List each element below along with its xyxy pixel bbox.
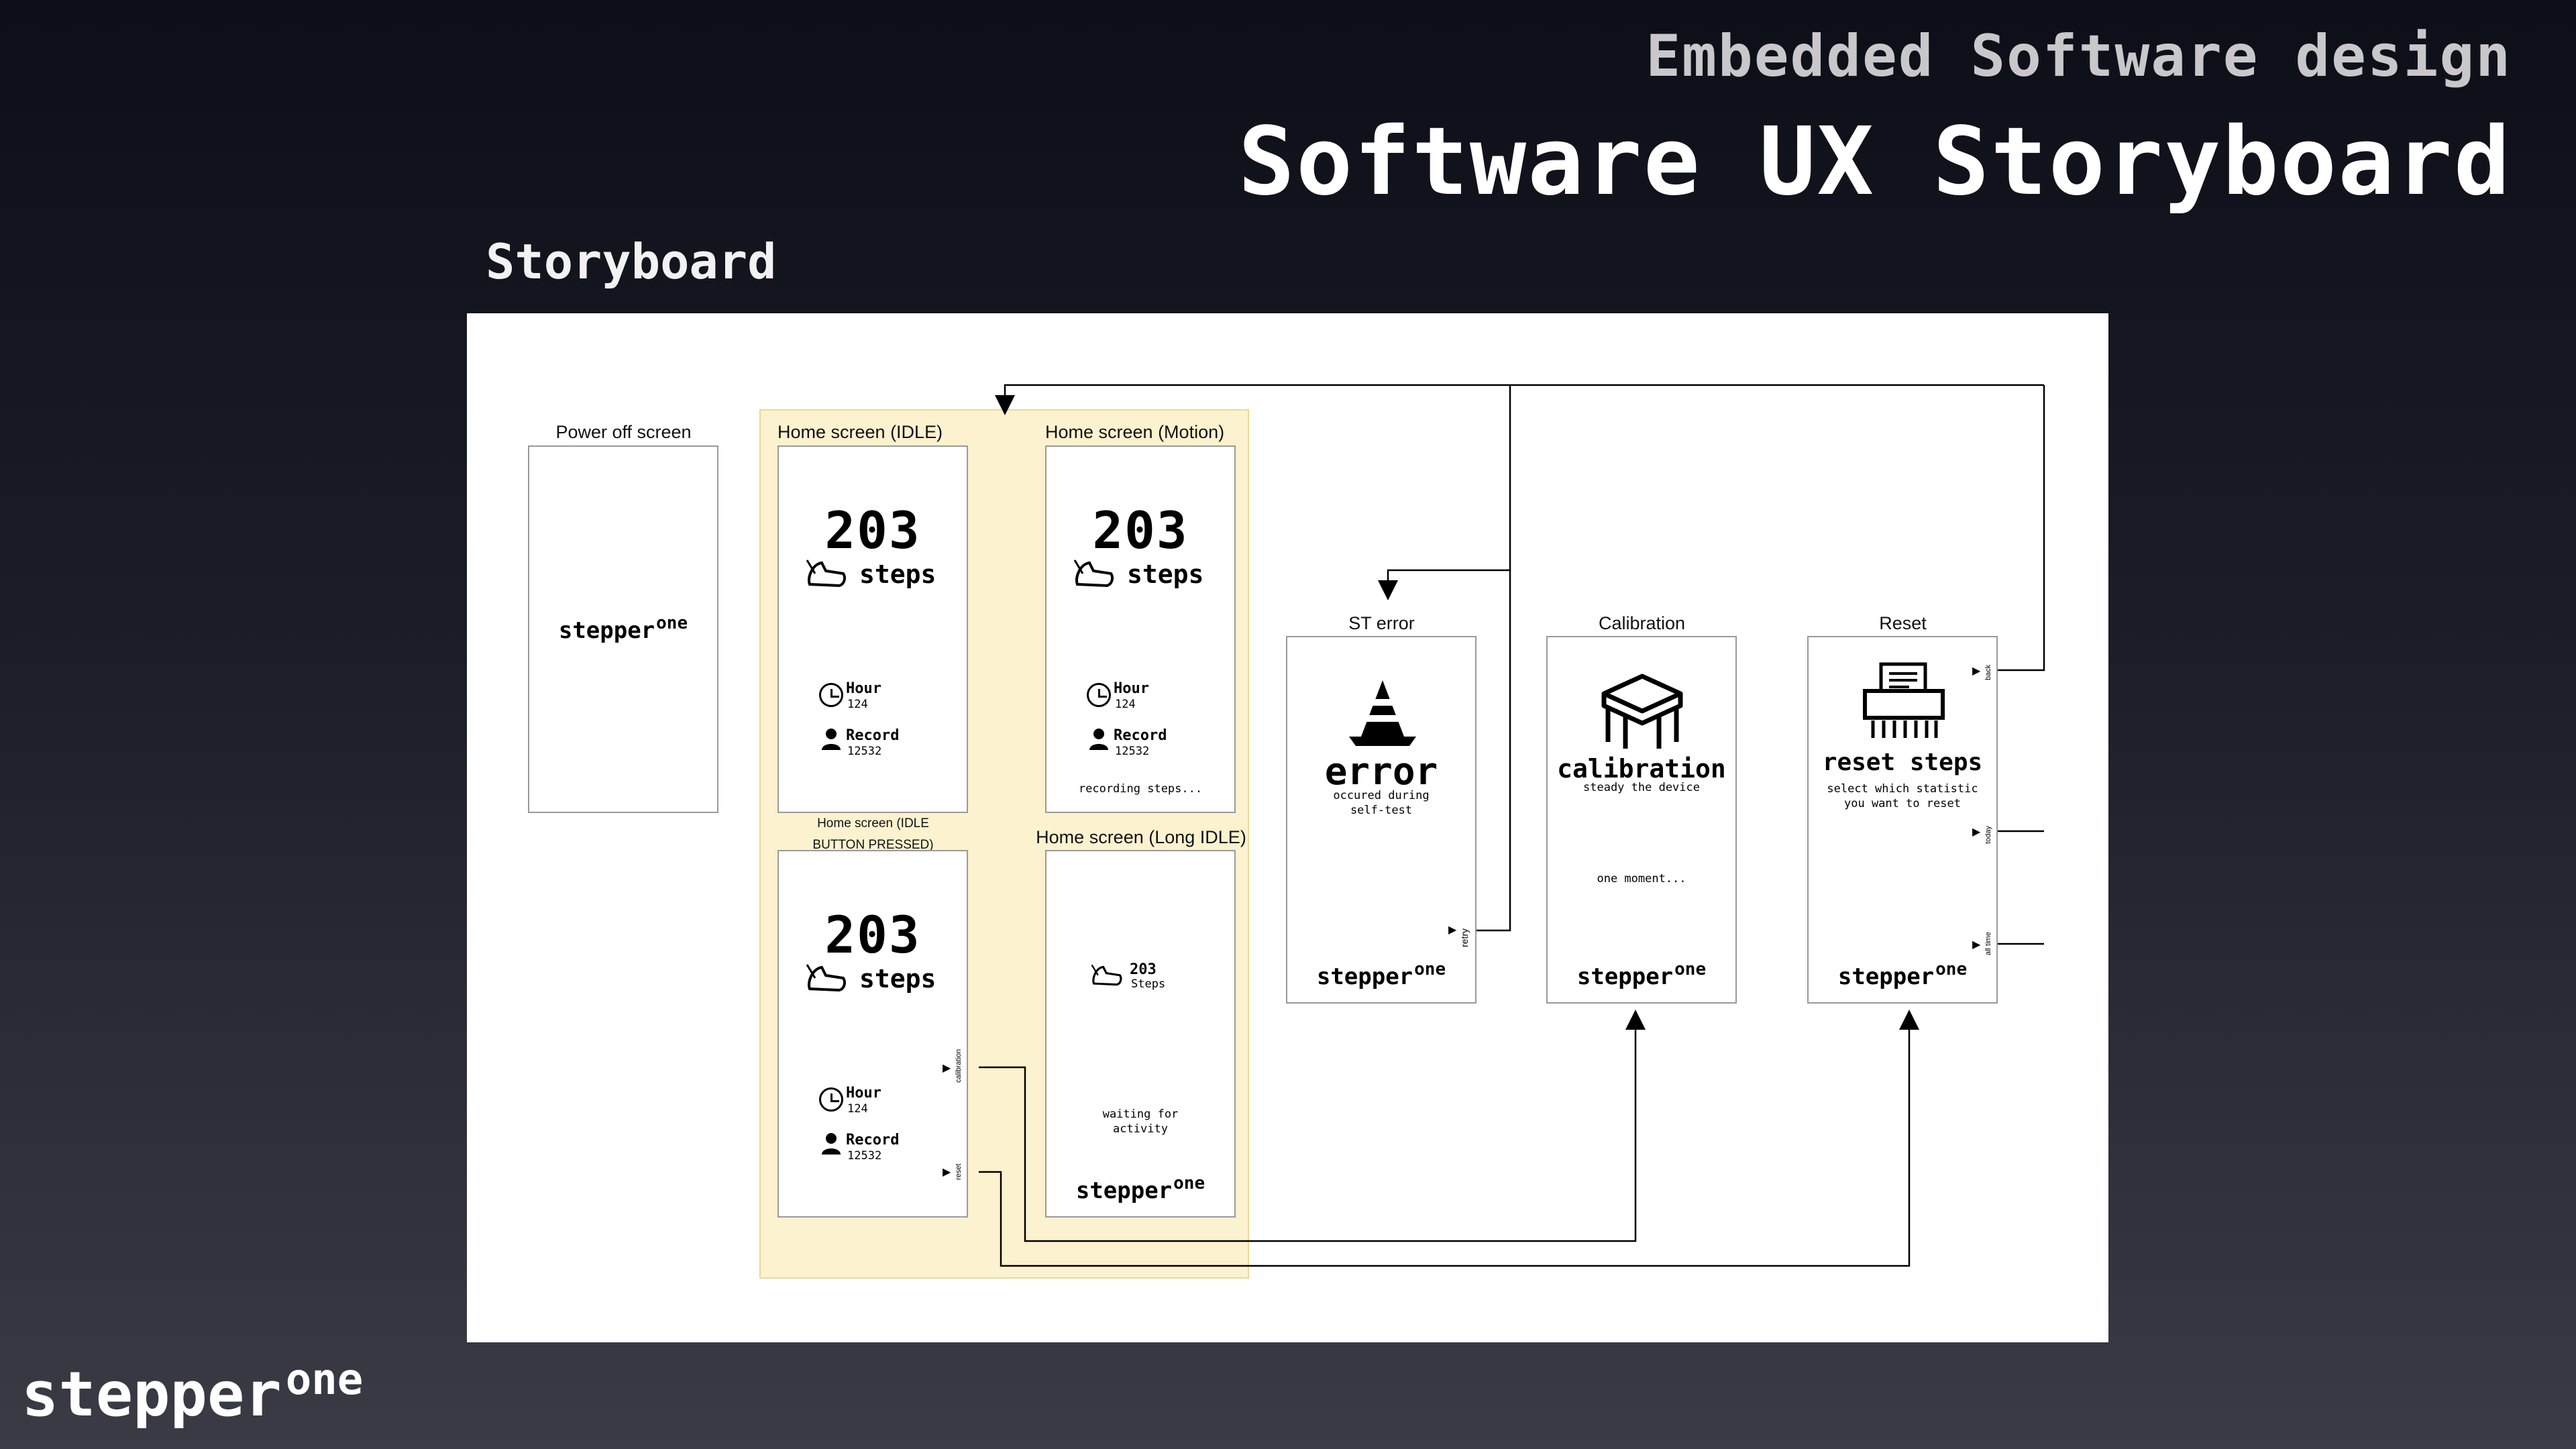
record-label: Record (1114, 727, 1167, 744)
clock-icon (819, 683, 843, 707)
storyboard-canvas: Power off screen stepperone Home screen … (467, 313, 2108, 1342)
shoe-icon (1091, 964, 1122, 986)
calibration-arrow-icon: ▶ (943, 1061, 951, 1074)
traffic-cone-icon (1349, 680, 1416, 746)
calibration-moment: one moment... (1597, 872, 1686, 885)
home-motion-caption: Home screen (Motion) (1045, 422, 1225, 442)
home-idle-pressed-caption: Home screen (IDLE BUTTON PRESSED) (812, 816, 934, 852)
reset-caption: Reset (1879, 613, 1927, 633)
clock-icon (819, 1087, 843, 1112)
waiting-status-line2: activity (1113, 1122, 1168, 1136)
calibration-side-label: calibration (955, 1049, 963, 1083)
step-count: 203 (1092, 500, 1189, 560)
screen-brand: stepperone (1837, 959, 1968, 990)
shoe-icon (1073, 559, 1114, 588)
connector-calibration (979, 1010, 1646, 1242)
section-label: Storyboard (486, 233, 777, 290)
footer-logo: stepperone (21, 1355, 364, 1430)
hour-label: Hour (1114, 680, 1149, 697)
shoe-icon (806, 964, 846, 992)
error-title: error (1324, 750, 1438, 794)
record-value: 12532 (847, 1149, 882, 1163)
screen-brand: stepperone (1075, 1173, 1205, 1204)
reset-side-label: reset (955, 1163, 963, 1180)
error-line2: self-test (1350, 804, 1413, 817)
today-arrow-icon: ▶ (1972, 825, 1981, 838)
reset-screen: reset steps select which statistic you w… (1807, 636, 1998, 1004)
record-icon (822, 1133, 841, 1155)
home-long-idle-caption: Home screen (Long IDLE) (1036, 827, 1246, 847)
connector-lines (979, 384, 2045, 1267)
power-off-caption: Power off screen (555, 422, 692, 442)
calibration-screen: calibration steady the device one moment… (1546, 636, 1737, 1004)
steps-label: steps (859, 964, 936, 994)
steps-label: steps (859, 559, 936, 589)
calibration-line1: steady the device (1583, 781, 1700, 794)
hour-value: 124 (1115, 698, 1136, 711)
record-value: 12532 (1115, 745, 1150, 758)
home-idle-caption: Home screen (IDLE) (777, 422, 943, 442)
hour-value: 124 (847, 1102, 868, 1116)
error-line1: occured during (1333, 789, 1430, 802)
connector-reset-back (1996, 385, 2045, 672)
home-long-idle-screen: 203 Steps waiting for activity stepperon… (1045, 850, 1236, 1218)
power-off-screen: stepperone (528, 445, 718, 813)
today-side-label: today (1984, 826, 1992, 844)
record-label: Record (846, 1132, 900, 1148)
record-icon (1089, 729, 1108, 750)
step-count: 203 (824, 500, 921, 560)
all-time-side-label: all time (1984, 932, 1992, 955)
table-icon (1601, 674, 1683, 749)
hour-label: Hour (846, 680, 881, 697)
st-error-caption: ST error (1348, 613, 1415, 633)
retry-side-label: retry (1459, 928, 1470, 947)
back-side-label: back (1984, 664, 1992, 680)
home-motion-screen: 203 steps Hour 124 Record 12532 recordin… (1045, 445, 1236, 813)
record-value: 12532 (847, 745, 882, 758)
shoe-icon (806, 559, 846, 588)
connector-error-branch (1378, 385, 1511, 600)
step-count: 203 (1130, 961, 1157, 978)
reset-line1: select which statistic (1827, 782, 1978, 796)
calibration-caption: Calibration (1598, 613, 1686, 633)
record-icon (822, 729, 841, 750)
back-arrow-icon: ▶ (1972, 664, 1981, 677)
connector-reset (979, 1010, 1919, 1267)
header-title: Software UX Storyboard (1238, 107, 2512, 217)
screen-brand: stepperone (1576, 959, 1707, 990)
record-label: Record (846, 727, 900, 744)
connector-top-loop (995, 384, 2044, 415)
home-idle-pressed-screen: 203 steps Hour 124 Record 12532 ▶ calibr… (777, 850, 968, 1218)
all-time-arrow-icon: ▶ (1972, 938, 1981, 951)
header-subtitle: Embedded Software design (1646, 23, 2512, 90)
recording-status: recording steps... (1078, 782, 1203, 796)
steps-label: steps (1127, 559, 1204, 589)
hour-value: 124 (847, 698, 868, 711)
clock-icon (1087, 683, 1111, 707)
reset-arrow-icon: ▶ (943, 1165, 951, 1178)
reset-title: reset steps (1822, 749, 1983, 776)
calibration-title: calibration (1557, 754, 1726, 784)
power-off-brand: stepperone (558, 613, 688, 644)
steps-label: Steps (1131, 977, 1166, 991)
shredder-icon (1863, 662, 1945, 738)
home-idle-screen: 203 steps Hour 124 Record 12532 (777, 445, 968, 813)
waiting-status-line1: waiting for (1102, 1108, 1179, 1121)
st-error-screen: error occured during self-test ▶ retry s… (1286, 636, 1477, 1004)
step-count: 203 (824, 905, 921, 965)
retry-arrow-icon: ▶ (1448, 923, 1457, 936)
screen-brand: stepperone (1316, 959, 1446, 990)
reset-line2: you want to reset (1844, 797, 1961, 810)
hour-label: Hour (846, 1085, 881, 1102)
